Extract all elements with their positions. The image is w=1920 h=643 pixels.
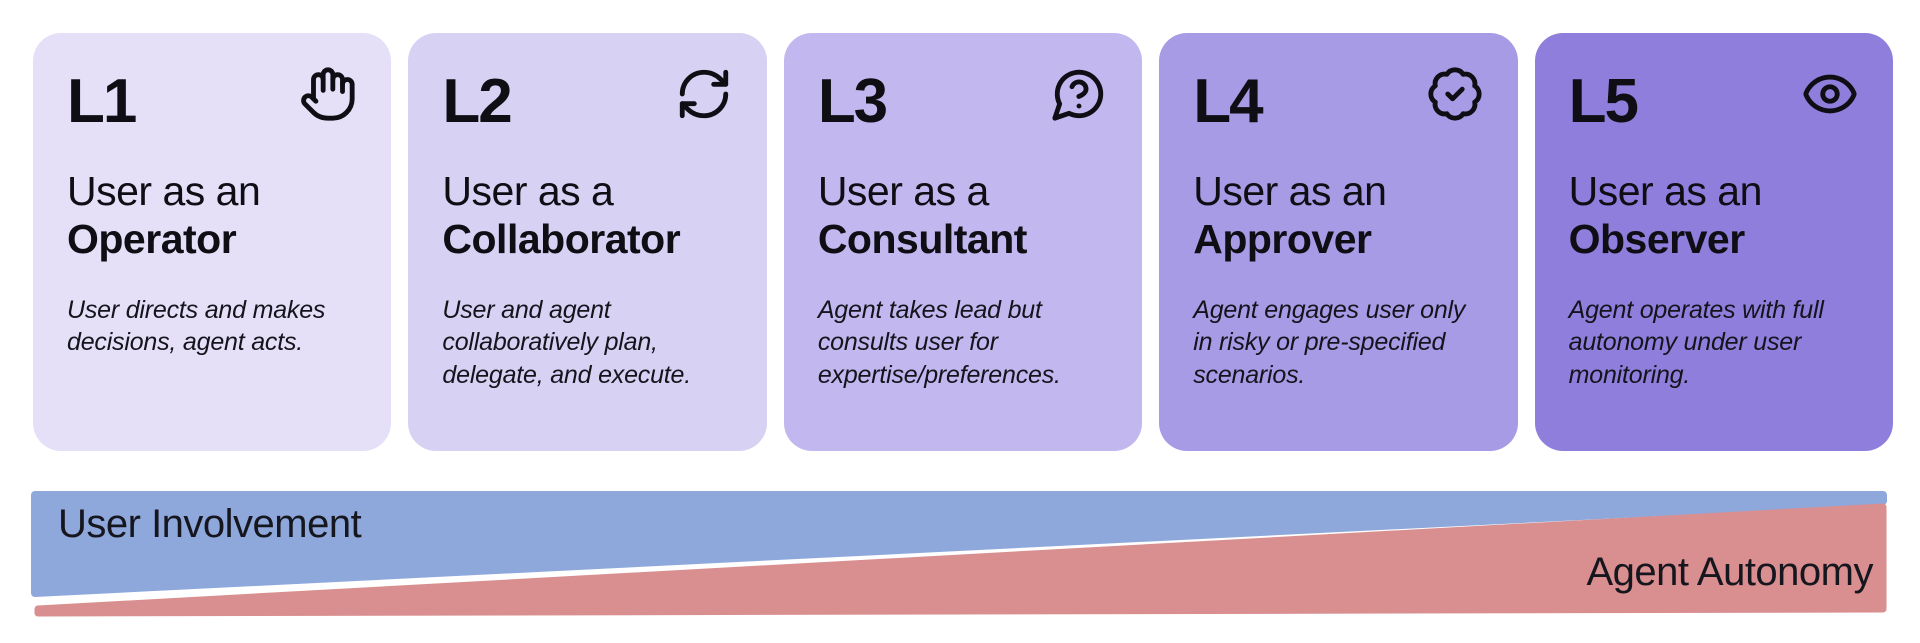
agent-autonomy-label: Agent Autonomy	[1586, 550, 1873, 594]
card-description: User and agent collaboratively plan, del…	[442, 295, 691, 389]
card-description: Agent engages user only in risky or pre-…	[1193, 295, 1466, 389]
card-role: Approver	[1193, 216, 1372, 263]
level-label: L1	[67, 67, 137, 136]
level-label: L2	[442, 67, 512, 136]
card-title: User as a Collaborator	[442, 167, 732, 264]
level-label: L3	[817, 67, 888, 136]
card-l3-consultant: L3 User as a Consultant Agent takes lead…	[783, 33, 1143, 451]
card-title: User as an Operator	[67, 167, 357, 264]
card-title: User as an Approver	[1193, 167, 1483, 264]
eye-icon	[1801, 65, 1859, 123]
card-role: Operator	[67, 216, 237, 263]
card-title-prefix: User as an	[1193, 168, 1387, 214]
axis-wedges-graphic	[31, 491, 1887, 617]
user-involvement-label: User Involvement	[58, 502, 362, 546]
card-title: User as an Observer	[1569, 167, 1859, 264]
card-title: User as a Consultant	[818, 167, 1108, 264]
card-role: Consultant	[817, 216, 1028, 263]
card-description: User directs and makes decisions, agent …	[67, 295, 326, 357]
card-l2-collaborator: L2 User as a Collaborator User and agent…	[408, 33, 767, 451]
card-description: Agent takes lead but consults user for e…	[817, 295, 1061, 389]
card-title-prefix: User as an	[67, 168, 261, 214]
card-l1-operator: L1 User as an Operator User directs and …	[33, 33, 392, 451]
agent-autonomy-wedge	[34, 503, 1887, 617]
level-label: L4	[1193, 67, 1263, 136]
card-title-prefix: User as a	[442, 168, 614, 214]
badge-check-icon	[1426, 65, 1484, 123]
card-l5-observer: L5 User as an Observer Agent operates wi…	[1534, 33, 1894, 451]
autonomy-level-cards: L1 User as an Operator User directs and …	[33, 33, 1894, 451]
level-label: L5	[1568, 67, 1639, 136]
card-l4-approver: L4 User as an Approver Agent engages use…	[1159, 33, 1518, 451]
user-involvement-wedge	[31, 491, 1887, 597]
card-title-prefix: User as an	[1568, 168, 1763, 214]
question-bubble-icon	[1050, 65, 1108, 123]
hand-icon	[299, 65, 357, 123]
card-title-prefix: User as a	[817, 168, 989, 214]
card-role: Observer	[1568, 216, 1746, 263]
refresh-icon	[675, 65, 733, 123]
card-description: Agent operates with full autonomy under …	[1568, 295, 1824, 389]
card-role: Collaborator	[442, 216, 681, 263]
involvement-autonomy-axis: User Involvement Agent Autonomy	[30, 490, 1893, 620]
